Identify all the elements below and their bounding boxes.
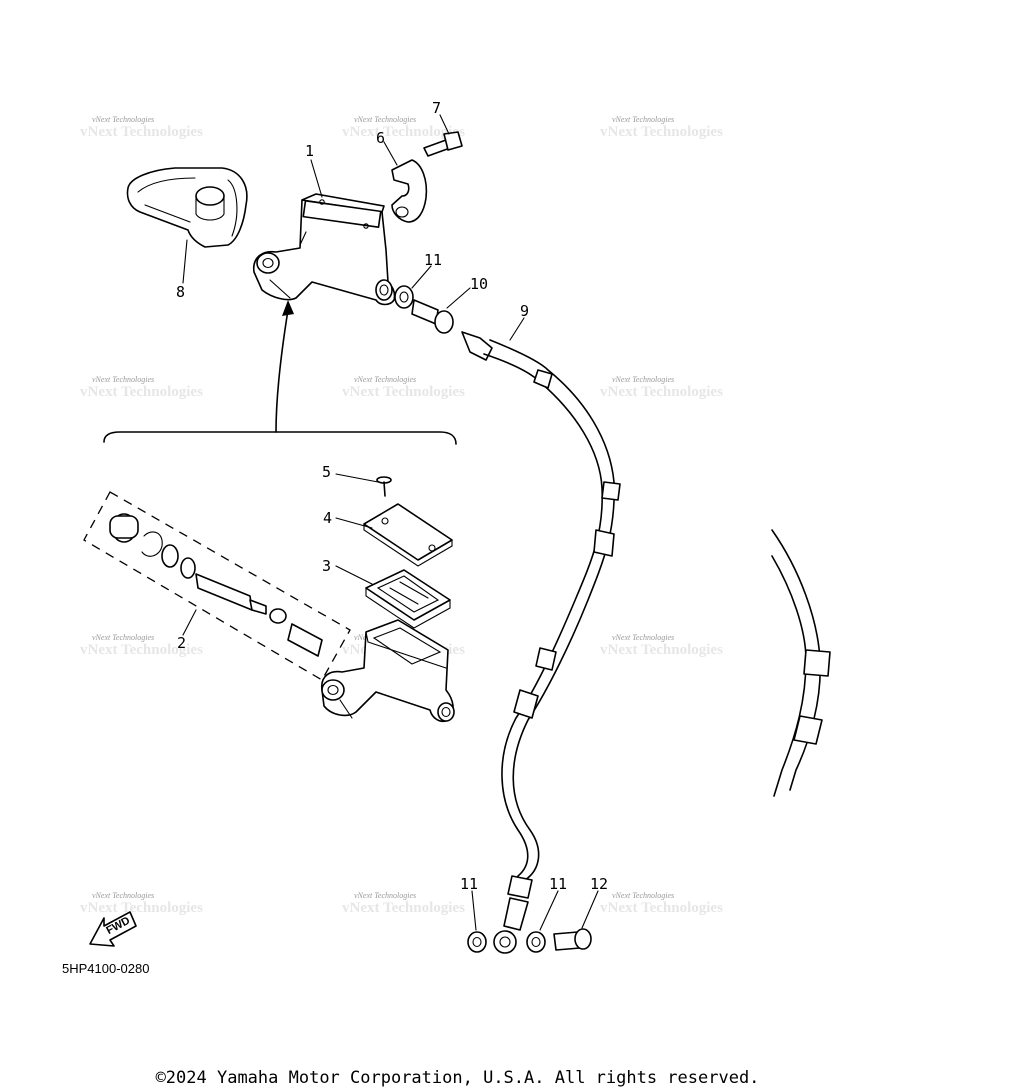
- watermark: vNext Technologies: [92, 891, 154, 900]
- exploded-view-indicator: [103, 300, 457, 445]
- watermark: vNext Technologies: [612, 891, 674, 900]
- callout-11-bottom-left: 11: [460, 875, 478, 893]
- part-7-bolt: [423, 114, 463, 157]
- watermark-shadow: vNext Technologies: [342, 900, 465, 916]
- callout-11-top: 11: [424, 251, 442, 269]
- watermark-shadow: vNext Technologies: [600, 124, 723, 140]
- watermark: vNext Technologies: [612, 633, 674, 642]
- callout-10: 10: [470, 275, 488, 293]
- watermark: vNext Technologies: [612, 375, 674, 384]
- hose-detail-inset: [771, 529, 831, 797]
- callout-9: 9: [520, 302, 529, 320]
- watermark: vNext Technologies: [354, 375, 416, 384]
- watermark-shadow: vNext Technologies: [342, 384, 465, 400]
- master-cylinder-body-exploded: [320, 619, 455, 723]
- callout-8: 8: [176, 283, 185, 301]
- watermark: vNext Technologies: [354, 891, 416, 900]
- part-10-fitting: [411, 287, 471, 334]
- callouts: 1 2 3 4 5 6 7 8 9 10 11 11 11 12: [176, 99, 608, 893]
- watermark-shadow: vNext Technologies: [80, 642, 203, 658]
- watermark: vNext Technologies: [92, 375, 154, 384]
- banjo-fitting: [493, 930, 517, 954]
- callout-12: 12: [590, 875, 608, 893]
- part-3-diaphragm: [335, 565, 451, 629]
- watermark: vNext Technologies: [354, 115, 416, 124]
- fwd-arrow-icon: FWD: [89, 911, 137, 947]
- part-5-screw: [335, 473, 392, 497]
- callout-11-bottom-right: 11: [549, 875, 567, 893]
- callout-4: 4: [323, 509, 332, 527]
- watermark: vNext Technologies: [92, 633, 154, 642]
- part-6-holder: [383, 141, 428, 223]
- part-2-piston-kit: [83, 491, 351, 681]
- watermark-shadow: vNext Technologies: [80, 900, 203, 916]
- watermark-shadow: vNext Technologies: [600, 642, 723, 658]
- callout-3: 3: [322, 557, 331, 575]
- watermark-shadow: vNext Technologies: [600, 384, 723, 400]
- part-11-washer-bottom-left: [467, 890, 487, 953]
- copyright-footer: ©2024 Yamaha Motor Corporation, U.S.A. A…: [155, 1068, 760, 1088]
- part-11-washer-top: [394, 265, 432, 309]
- watermark-shadow: vNext Technologies: [342, 124, 465, 140]
- callout-2: 2: [177, 634, 186, 652]
- watermark-shadow: vNext Technologies: [80, 384, 203, 400]
- drawing-code: 5HP4100-0280: [62, 961, 149, 976]
- callout-1: 1: [305, 142, 314, 160]
- watermark: vNext Technologies: [92, 115, 154, 124]
- callout-5: 5: [322, 463, 331, 481]
- callout-6: 6: [376, 129, 385, 147]
- part-8-lever-boot: [126, 167, 248, 284]
- part-1-master-cylinder: [252, 159, 396, 306]
- callout-7: 7: [432, 99, 441, 117]
- watermark: vNext Technologies: [612, 115, 674, 124]
- watermark-shadow: vNext Technologies: [600, 900, 723, 916]
- part-4-reservoir-cap: [335, 503, 453, 567]
- part-11-washer-bottom-right: [526, 890, 559, 953]
- part-9-brake-hose: [461, 317, 621, 931]
- part-12-union-bolt: [553, 890, 599, 951]
- watermark-shadow: vNext Technologies: [80, 124, 203, 140]
